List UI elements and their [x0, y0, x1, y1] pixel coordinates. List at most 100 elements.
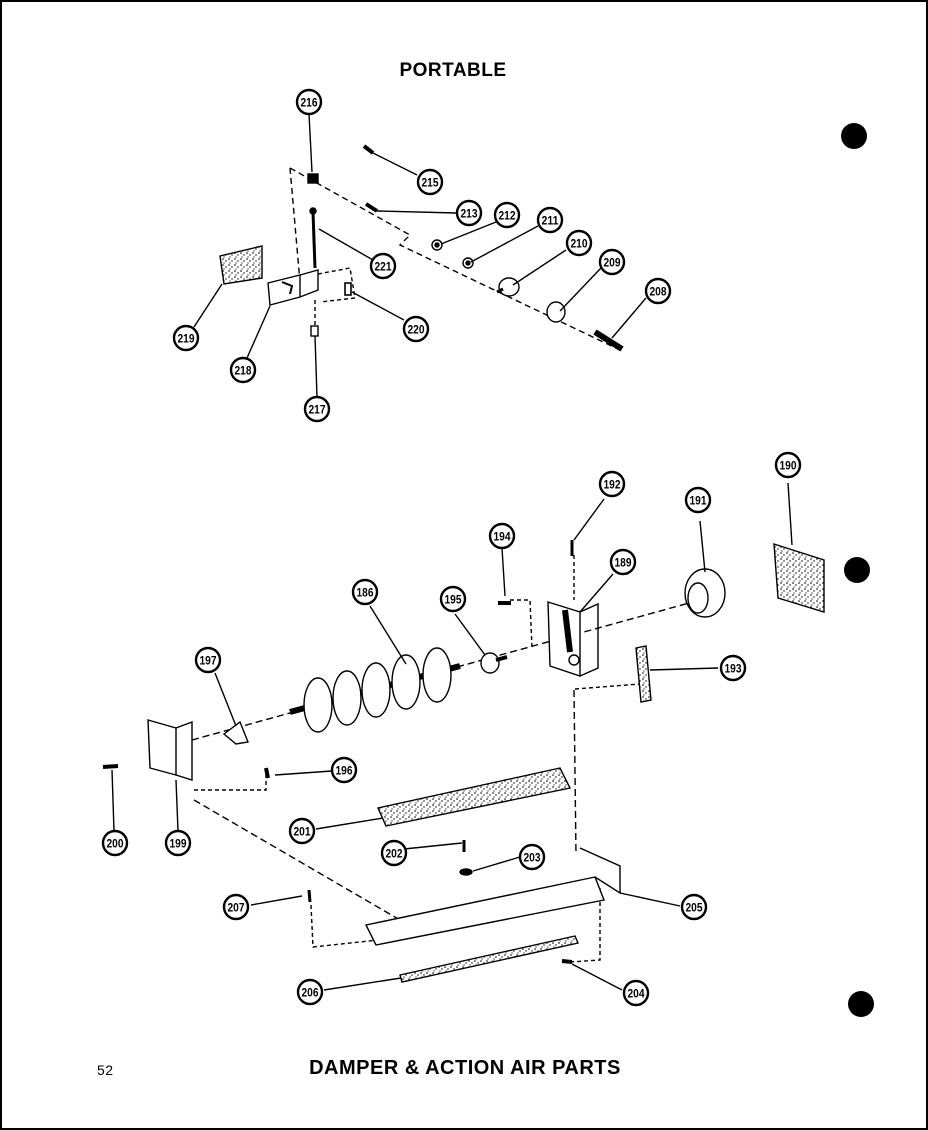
top-assembly: [219, 144, 624, 352]
callout-192: 192: [598, 470, 626, 498]
shaft-axis-line: [310, 904, 426, 948]
shaft-axis-line: [510, 599, 533, 649]
part-206: [399, 935, 579, 983]
callout-217: 217: [303, 395, 331, 423]
callout-201: 201: [288, 817, 316, 845]
callout-206: 206: [296, 978, 324, 1006]
callout-215: 215: [416, 168, 444, 196]
part-207: [307, 889, 312, 903]
callout-label: 196: [336, 764, 353, 778]
callout-label: 211: [542, 214, 559, 228]
part-220: [317, 267, 356, 303]
callout-186: 186: [351, 578, 379, 606]
part-218: [267, 274, 301, 306]
callout-212: 212: [493, 201, 521, 229]
callout-218: 218: [229, 356, 257, 384]
callout-209: 209: [598, 248, 626, 276]
callout-219: 219: [172, 324, 200, 352]
callout-195: 195: [439, 585, 467, 613]
part-212: [431, 239, 443, 251]
assembly-axis-line: [289, 167, 301, 283]
callout-label: 215: [422, 176, 439, 190]
part-201: [377, 767, 572, 827]
callout-213: 213: [455, 199, 483, 227]
part-199: [147, 719, 177, 776]
callout-197: 197: [194, 646, 222, 674]
shaft-axis-line: [569, 888, 601, 963]
callout-193: 193: [719, 654, 747, 682]
binder-hole: [848, 991, 874, 1017]
callout-label: 204: [628, 987, 645, 1001]
callout-label: 193: [725, 662, 742, 676]
part-210: [498, 277, 520, 297]
callout-199: 199: [164, 829, 192, 857]
part-204: [561, 959, 573, 964]
callout-189: 189: [609, 548, 637, 576]
callout-label: 213: [461, 207, 478, 221]
part-193: [635, 645, 652, 703]
part-195: [480, 652, 500, 674]
part-215: [362, 144, 375, 155]
callout-label: 206: [302, 986, 319, 1000]
callout-label: 189: [615, 556, 632, 570]
callout-label: 195: [445, 593, 462, 607]
callout-label: 212: [499, 209, 516, 223]
shaft-axis-line: [194, 770, 267, 791]
callout-label: 207: [228, 901, 245, 915]
callout-label: 218: [235, 364, 252, 378]
callout-208: 208: [644, 277, 672, 305]
part-209: [546, 301, 566, 323]
callout-191: 191: [684, 486, 712, 514]
callout-label: 205: [686, 901, 703, 915]
part-205: [364, 876, 605, 946]
part-196: [264, 767, 270, 779]
callout-label: 219: [178, 332, 195, 346]
callout-label: 191: [690, 494, 707, 508]
part-197: [222, 720, 249, 745]
part-213: [364, 202, 379, 213]
page-number: 52: [97, 1062, 114, 1078]
callouts: 216 215 213 212 211 210 209 208 221 219 218 220 217 1…: [101, 88, 802, 1007]
part-211: [462, 257, 474, 269]
callout-196: 196: [330, 756, 358, 784]
part-221: [311, 211, 317, 269]
callout-label: 216: [301, 96, 318, 110]
callout-label: 192: [604, 478, 621, 492]
callout-label: 194: [494, 530, 511, 544]
callout-203: 203: [518, 843, 546, 871]
callout-label: 199: [170, 837, 187, 851]
binder-hole: [844, 557, 870, 583]
callout-211: 211: [536, 206, 564, 234]
callout-label: 208: [650, 285, 667, 299]
callout-label: 209: [604, 256, 621, 270]
callout-200: 200: [101, 829, 129, 857]
callout-204: 204: [622, 979, 650, 1007]
callout-label: 197: [200, 654, 217, 668]
callout-label: 210: [571, 237, 588, 251]
callout-220: 220: [402, 315, 430, 343]
callout-label: 200: [107, 837, 124, 851]
part-203: [459, 868, 473, 876]
callout-190: 190: [774, 451, 802, 479]
part-190: [773, 543, 825, 613]
shaft-axis-line: [573, 689, 577, 856]
part-186: [289, 647, 461, 733]
callout-label: 221: [375, 260, 392, 274]
binder-hole: [841, 123, 867, 149]
callout-207: 207: [222, 893, 250, 921]
callout-label: 217: [309, 403, 326, 417]
shaft-axis-line: [193, 799, 401, 921]
callout-label: 202: [386, 847, 403, 861]
assembly-axis-line: [289, 167, 621, 351]
leader-lines: [111, 113, 793, 991]
callout-194: 194: [488, 522, 516, 550]
callout-221: 221: [369, 252, 397, 280]
part-200: [102, 764, 119, 769]
callout-202: 202: [380, 839, 408, 867]
shaft-axis-line: [574, 683, 641, 690]
page-title: PORTABLE: [399, 60, 507, 81]
callout-label: 186: [357, 586, 374, 600]
bottom-assembly: [102, 540, 825, 983]
